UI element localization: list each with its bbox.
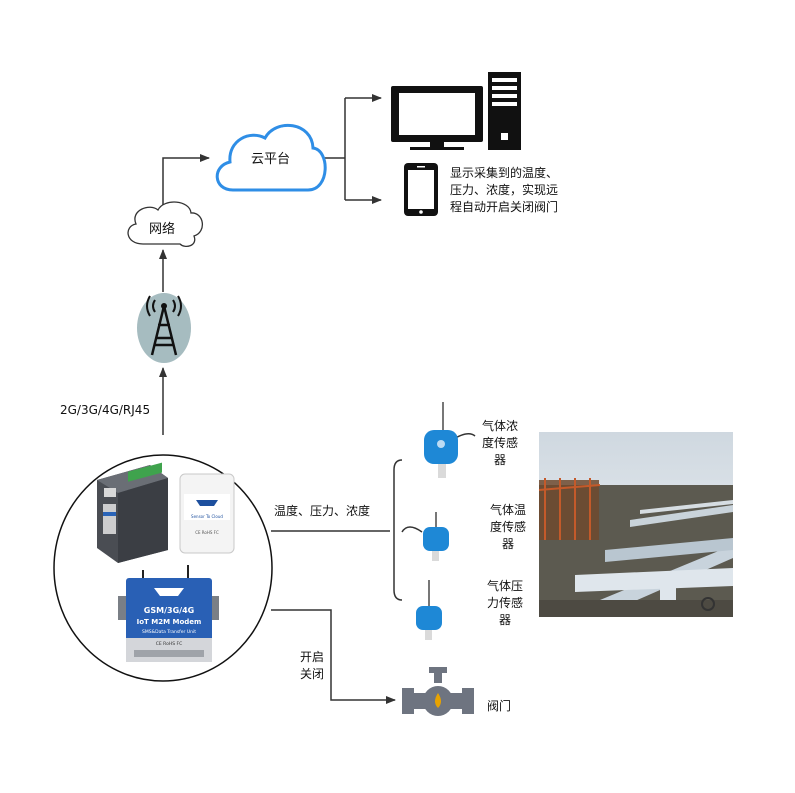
modem-cert: CE RoHS FC [156, 641, 183, 647]
modem-line3: SMS&Data Transfer Unit [142, 629, 196, 635]
valve-open-label: 开启 [300, 650, 325, 664]
tower-icon [137, 293, 191, 363]
cloud-platform-label: 云平台 [251, 152, 291, 167]
sensor-temperature-line3: 器 [501, 537, 514, 551]
dtu-box: Sensor To Cloud CE RoHS FC [179, 473, 235, 554]
display-text-line3: 程自动开启关闭阀门 [450, 200, 559, 214]
gas-sensor-icon [401, 512, 449, 561]
modem-device: GSM/3G/4G IoT M2M Modem SMS&Data Transfe… [118, 565, 219, 662]
modem-line2: IoT M2M Modem [137, 618, 202, 626]
display-text-line2: 压力、浓度，实现远 [450, 183, 559, 197]
modem-line1: GSM/3G/4G [144, 606, 194, 615]
sensor-pressure-line2: 力传感 [486, 596, 523, 610]
sensor-temperature-line1: 气体温 [489, 503, 526, 517]
sensor-concentration-line1: 气体浓 [481, 419, 518, 433]
sensor-pressure-line3: 器 [498, 613, 511, 627]
valve-icon [402, 667, 474, 716]
network-label: 网络 [149, 222, 176, 237]
valve-close-label: 关闭 [300, 667, 325, 681]
router-device [97, 462, 168, 563]
sensor-pressure-line1: 气体压 [486, 579, 523, 593]
monitor-icon [391, 86, 483, 150]
display-text-line1: 显示采集到的温度、 [450, 166, 559, 180]
link-type-label: 2G/3G/4G/RJ45 [60, 403, 151, 417]
sensing-params-label: 温度、压力、浓度 [274, 504, 371, 518]
phone-icon [404, 163, 438, 216]
sensor-concentration-line3: 器 [493, 453, 506, 467]
connector-lines [159, 94, 403, 704]
pipeline-photo [538, 432, 733, 617]
network-cloud-icon [127, 201, 203, 247]
cloud-icon [215, 123, 327, 192]
gas-sensor-icon [424, 402, 476, 478]
sensor-temperature-line2: 度传感 [489, 520, 526, 534]
sensor-concentration-line2: 度传感 [481, 436, 518, 450]
box-cert: CE RoHS FC [195, 530, 219, 535]
box-label: Sensor To Cloud [191, 514, 223, 519]
pc-tower-icon [488, 72, 521, 150]
valve-label: 阀门 [487, 699, 512, 713]
gas-sensor-icon [416, 580, 442, 640]
